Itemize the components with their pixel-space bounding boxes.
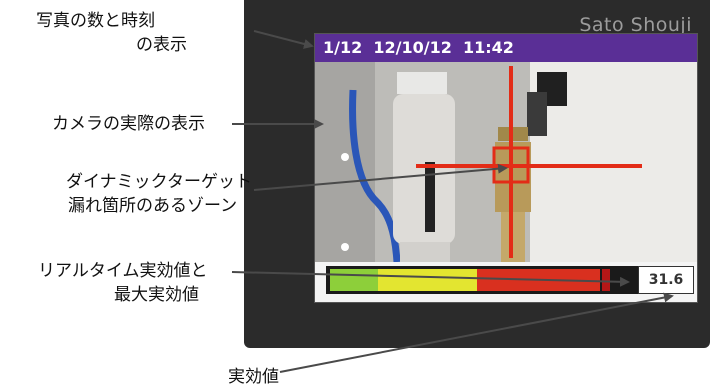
- label-realtime-rms-1: リアルタイム実効値と: [38, 261, 208, 281]
- label-rms-value: 実効値: [228, 367, 279, 387]
- level-bar-green: [330, 269, 378, 291]
- brand-label: Sato Shouji: [579, 14, 692, 36]
- label-realtime-rms-2: 最大実効値: [114, 285, 199, 305]
- label-photo-count-time-2: の表示: [136, 35, 187, 55]
- peak-marker: [602, 269, 610, 291]
- label-photo-count-time-1: 写真の数と時刻: [36, 11, 155, 31]
- label-dynamic-target-1: ダイナミックターゲット: [66, 172, 252, 192]
- level-meter: 31.6: [314, 33, 696, 301]
- level-bar-yellow: [378, 269, 477, 291]
- label-dynamic-target-2: 漏れ箇所のあるゾーン: [68, 196, 238, 216]
- rms-value-readout: 31.6: [638, 266, 694, 294]
- label-camera-display: カメラの実際の表示: [52, 114, 205, 134]
- status-bar: 1/12 12/10/12 11:42: [315, 34, 697, 62]
- level-bar-red: [477, 269, 600, 291]
